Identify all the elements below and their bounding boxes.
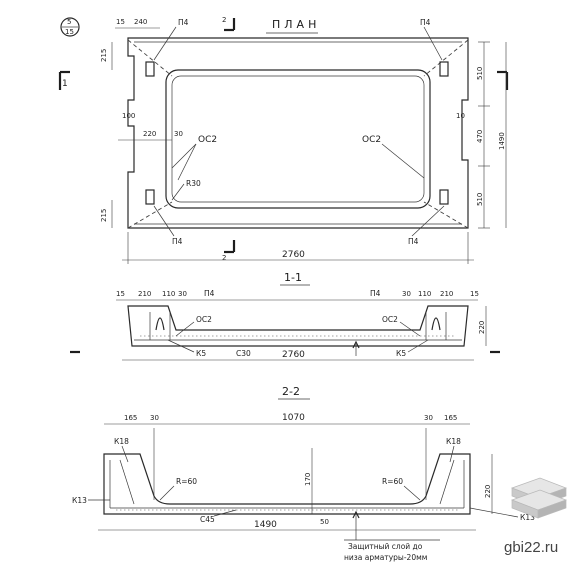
dim-15-b: 15 xyxy=(470,290,479,298)
label-p4-top-right: П4 xyxy=(420,18,431,27)
label-k5-right: К5 xyxy=(396,349,406,358)
sheet-ref-top: 5 xyxy=(67,18,71,26)
dim-240: 240 xyxy=(134,18,147,26)
section-mark-1: 1 xyxy=(62,79,68,89)
label-p4-top-left: П4 xyxy=(178,18,189,27)
dim-165-a: 165 xyxy=(124,414,137,422)
dim-220: 220 xyxy=(143,130,156,138)
section-2-2-title: 2-2 xyxy=(282,385,300,398)
label-k13-left: К13 xyxy=(72,496,87,505)
label-r60-right: R=60 xyxy=(382,477,403,486)
watermark-text: gbi22.ru xyxy=(504,539,558,556)
dim-30-a: 30 xyxy=(178,290,187,298)
label-k18-right: К18 xyxy=(446,437,461,446)
slab-outline xyxy=(127,37,469,229)
sheet-reference-circle xyxy=(60,17,80,37)
label-p4-bottom-left: П4 xyxy=(172,237,183,246)
section-1-1-body xyxy=(127,305,469,347)
loop-p4-tl xyxy=(145,61,155,77)
loop-p4-tr xyxy=(439,61,449,77)
dim-30-plan: 30 xyxy=(174,130,183,138)
dim-100: 100 xyxy=(122,112,135,120)
label-oc2-right: ОС2 xyxy=(362,135,381,145)
label-p4-bottom-right: П4 xyxy=(408,237,419,246)
label-r60-left: R=60 xyxy=(176,477,197,486)
plan-view: 5 15 ПЛАН 1 2 2 П4 xyxy=(58,16,509,264)
sheet-ref-bottom: 15 xyxy=(65,28,74,36)
dim-30-s2-a: 30 xyxy=(150,414,159,422)
dim-510-top: 510 xyxy=(476,67,484,80)
dim-15: 15 xyxy=(116,18,125,26)
dim-165-b: 165 xyxy=(444,414,457,422)
dim-1490-plan: 1490 xyxy=(498,132,506,150)
label-oc2-left: ОС2 xyxy=(198,135,217,145)
label-k13-right: К13 xyxy=(520,513,535,522)
label-k5-left: К5 xyxy=(196,349,206,358)
dim-215-top: 215 xyxy=(100,49,108,62)
dim-2760-plan: 2760 xyxy=(282,250,305,260)
dim-170: 170 xyxy=(304,473,312,486)
label-c30: С30 xyxy=(236,349,251,358)
watermark-logo: gbi22.ru xyxy=(504,477,568,556)
label-c45: С45 xyxy=(200,515,215,524)
dim-220-s1: 220 xyxy=(478,321,486,334)
label-p4-s1-left: П4 xyxy=(204,289,215,298)
dim-220-s2: 220 xyxy=(484,485,492,498)
section-1-1-title: 1-1 xyxy=(284,271,302,284)
dim-50: 50 xyxy=(320,518,329,526)
section-2-2-body xyxy=(103,453,471,515)
section-1-1: 1-1 15 210 110 30 П4 П4 30 110 210 15 ОС… xyxy=(70,271,500,361)
dim-30-s2-b: 30 xyxy=(424,414,433,422)
dim-110-a: 110 xyxy=(162,290,175,298)
section-2-2: 2-2 165 30 1070 30 165 170 К18 К18 К13 К… xyxy=(72,385,535,562)
label-oc2-s1-left: ОС2 xyxy=(196,315,212,324)
section-mark-2-bottom: 2 xyxy=(222,254,226,262)
note-cover-line2: низа арматуры-20мм xyxy=(344,553,427,562)
label-p4-s1-right: П4 xyxy=(370,289,381,298)
dim-510-bottom: 510 xyxy=(476,193,484,206)
dim-30-b: 30 xyxy=(402,290,411,298)
label-k18-left: К18 xyxy=(114,437,129,446)
dim-1490-s2: 1490 xyxy=(254,520,277,530)
note-cover-line1: Защитный слой до xyxy=(348,542,423,551)
inner-opening xyxy=(165,69,431,209)
loop-p4-br xyxy=(439,189,449,205)
label-oc2-s1-right: ОС2 xyxy=(382,315,398,324)
dim-2760-s1: 2760 xyxy=(282,350,305,360)
dim-1070: 1070 xyxy=(282,413,305,423)
loop-p4-bl xyxy=(145,189,155,205)
section-mark-2-top: 2 xyxy=(222,16,226,24)
dim-470: 470 xyxy=(476,130,484,143)
plan-title: ПЛАН xyxy=(272,18,320,31)
dim-10: 10 xyxy=(456,112,465,120)
dim-215-bottom: 215 xyxy=(100,209,108,222)
dim-15-a: 15 xyxy=(116,290,125,298)
dim-110-b: 110 xyxy=(418,290,431,298)
dim-210-b: 210 xyxy=(440,290,453,298)
label-r30: R30 xyxy=(186,179,201,188)
dim-210-a: 210 xyxy=(138,290,151,298)
stacked-slabs-icon xyxy=(510,477,568,519)
